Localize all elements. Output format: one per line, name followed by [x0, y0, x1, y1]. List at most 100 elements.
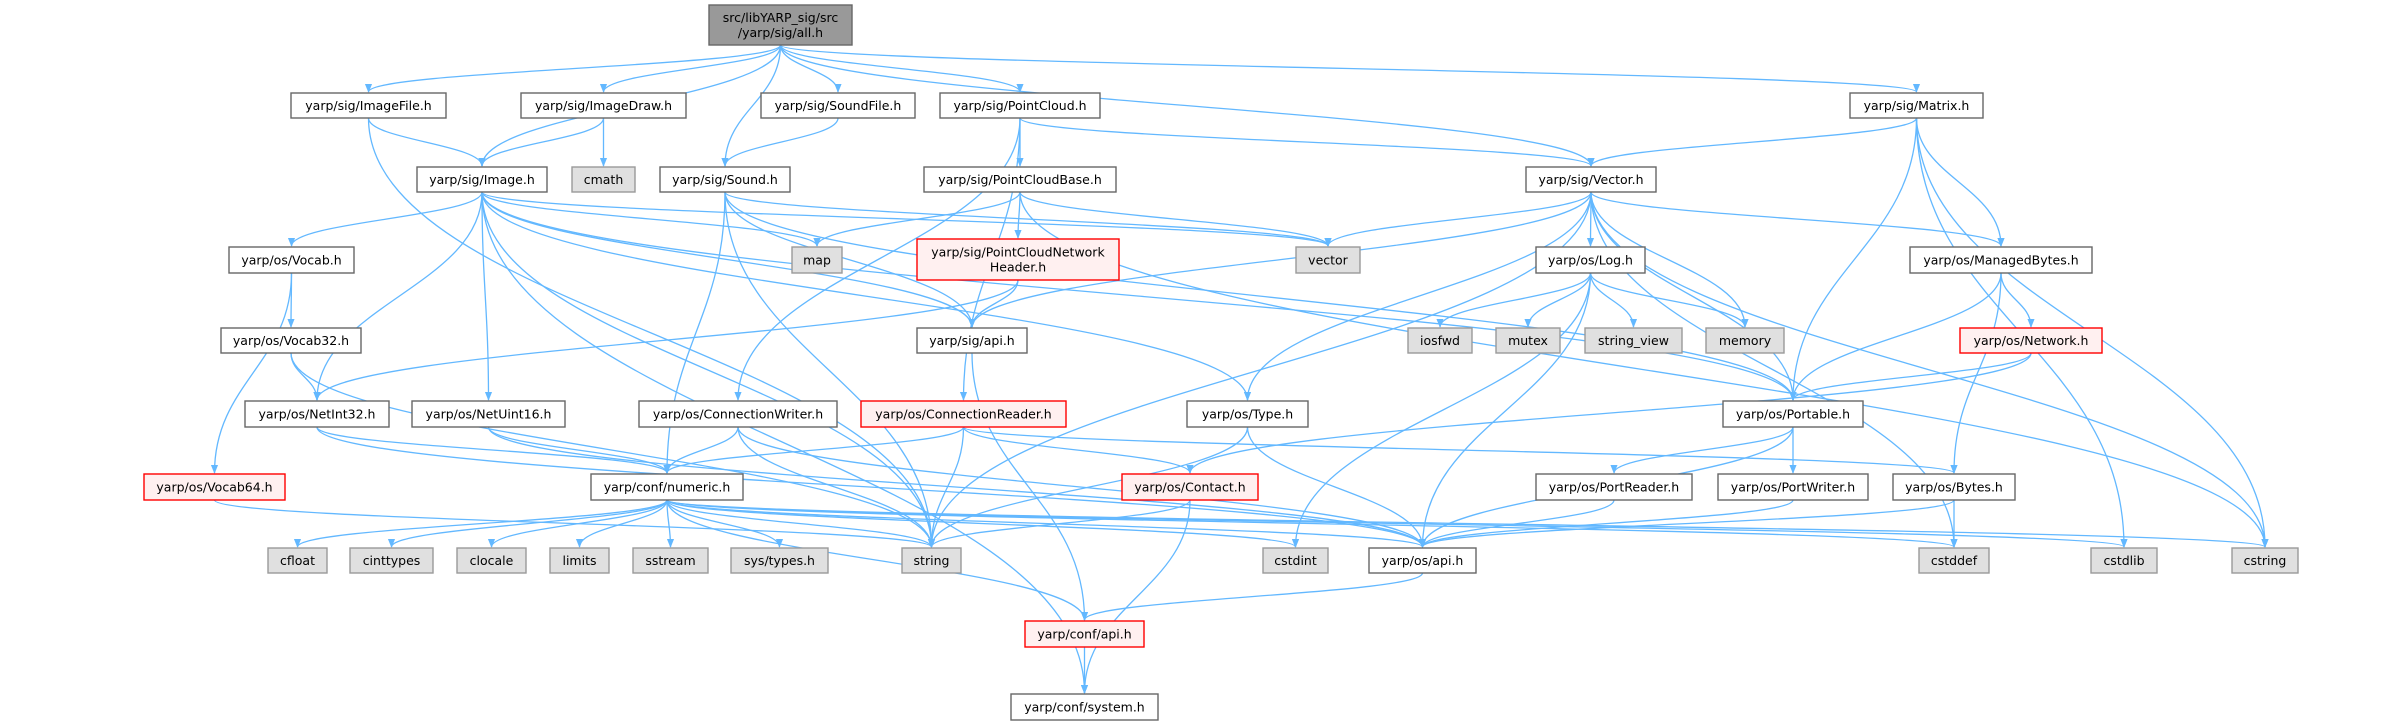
node-sstream: sstream [632, 547, 709, 574]
edge-image-to-string [481, 191, 936, 548]
node-portreader[interactable]: yarp/os/PortReader.h [1535, 473, 1693, 501]
node-label: yarp/os/Log.h [1548, 253, 1633, 268]
node-vocab[interactable]: yarp/os/Vocab.h [228, 246, 355, 274]
node-box [730, 547, 829, 574]
node-vectorh[interactable]: yarp/sig/Vector.h [1525, 166, 1657, 193]
edge-numeric-to-cstddef [666, 499, 1958, 548]
node-box [220, 327, 362, 354]
node-osapi[interactable]: yarp/os/api.h [1368, 547, 1477, 574]
node-type[interactable]: yarp/os/Type.h [1186, 400, 1309, 428]
node-label: yarp/sig/Vector.h [1538, 172, 1643, 187]
node-contact[interactable]: yarp/os/Contact.h [1121, 473, 1259, 501]
node-box [638, 400, 838, 428]
node-imagedraw[interactable]: yarp/sig/ImageDraw.h [520, 92, 687, 119]
node-box [1584, 327, 1683, 354]
node-box [2090, 547, 2158, 574]
node-label: yarp/sig/SoundFile.h [775, 98, 902, 113]
node-box [1722, 400, 1864, 428]
node-label: map [803, 253, 831, 268]
edge-all-to-vectorh [779, 44, 1595, 167]
node-box [632, 547, 709, 574]
edge-managedbytes-to-network [2000, 272, 2035, 328]
edge-pointcloud-to-vectorh [1019, 117, 1595, 167]
node-pointcloud[interactable]: yarp/sig/PointCloud.h [939, 92, 1101, 119]
node-label: iosfwd [1420, 333, 1460, 348]
edge-numeric-to-limits [575, 499, 668, 548]
node-cstring: cstring [2231, 547, 2299, 574]
node-pcbase[interactable]: yarp/sig/PointCloudBase.h [923, 166, 1117, 193]
edge-numeric-to-sstream [666, 499, 675, 548]
node-image[interactable]: yarp/sig/Image.h [416, 166, 548, 193]
node-label: yarp/sig/ImageDraw.h [535, 98, 672, 113]
node-box [1121, 473, 1259, 501]
node-label: yarp/os/Contact.h [1134, 480, 1245, 495]
node-vocab32[interactable]: yarp/os/Vocab32.h [220, 327, 362, 354]
node-sound[interactable]: yarp/sig/Sound.h [659, 166, 791, 193]
node-matrix[interactable]: yarp/sig/Matrix.h [1849, 92, 1984, 119]
node-label: yarp/sig/PointCloudNetwork [931, 245, 1105, 260]
edge-managedbytes-to-bytes [1950, 272, 2002, 474]
node-box [916, 238, 1120, 281]
edge-pcbase-to-pcnh [1014, 191, 1022, 239]
node-label: yarp/sig/PointCloudBase.h [938, 172, 1102, 187]
edges-layer [210, 44, 2269, 694]
node-all[interactable]: src/libYARP_sig/src/yarp/sig/all.h [708, 4, 853, 46]
node-string: string [901, 547, 962, 574]
node-box [520, 92, 687, 119]
node-memory: memory [1705, 327, 1785, 354]
node-bytes[interactable]: yarp/os/Bytes.h [1892, 473, 2016, 501]
edge-numeric-to-confapi [666, 499, 1089, 621]
node-log[interactable]: yarp/os/Log.h [1535, 246, 1646, 274]
edge-log-to-string_view [1589, 272, 1638, 328]
edge-netint32-to-osapi [316, 426, 1426, 548]
node-connwriter[interactable]: yarp/os/ConnectionWriter.h [638, 400, 838, 428]
node-label: cinttypes [363, 553, 421, 568]
node-numeric[interactable]: yarp/conf/numeric.h [590, 473, 744, 501]
node-label: yarp/sig/Matrix.h [1864, 98, 1970, 113]
edge-imagefile-to-image [367, 117, 486, 167]
node-managedbytes[interactable]: yarp/os/ManagedBytes.h [1909, 246, 2093, 274]
edge-connwriter-to-osapi [737, 426, 1426, 548]
node-network[interactable]: yarp/os/Network.h [1959, 327, 2103, 354]
node-label: yarp/sig/ImageFile.h [305, 98, 431, 113]
node-label: string_view [1598, 333, 1669, 348]
edge-connreader-to-numeric [663, 426, 965, 474]
node-label: string [914, 553, 950, 568]
edge-contact-to-confsystem [1080, 499, 1191, 694]
node-label: yarp/os/api.h [1382, 553, 1464, 568]
node-confsystem[interactable]: yarp/conf/system.h [1010, 693, 1159, 721]
node-label: yarp/os/NetInt32.h [259, 407, 376, 422]
node-portable[interactable]: yarp/os/Portable.h [1722, 400, 1864, 428]
node-confapi[interactable]: yarp/conf/api.h [1024, 620, 1145, 648]
node-sigapi[interactable]: yarp/sig/api.h [916, 327, 1028, 354]
node-connreader[interactable]: yarp/os/ConnectionReader.h [860, 400, 1067, 428]
node-label: cstdlib [2103, 553, 2144, 568]
node-box [1909, 246, 2093, 274]
node-netint32[interactable]: yarp/os/NetInt32.h [244, 400, 390, 428]
edge-connreader-to-string [927, 426, 965, 548]
edge-portreader-to-osapi [1418, 499, 1615, 548]
node-portwriter[interactable]: yarp/os/PortWriter.h [1717, 473, 1869, 501]
node-box [549, 547, 610, 574]
node-label: cmath [584, 172, 624, 187]
node-label: src/libYARP_sig/src [723, 10, 839, 25]
node-netuint16[interactable]: yarp/os/NetUint16.h [411, 400, 566, 428]
node-string_view: string_view [1584, 327, 1683, 354]
node-box [456, 547, 527, 574]
node-cinttypes: cinttypes [349, 547, 434, 574]
edge-image-to-vocab [287, 191, 483, 247]
node-box [1705, 327, 1785, 354]
edge-numeric-to-cinttypes [388, 499, 668, 548]
node-soundfile[interactable]: yarp/sig/SoundFile.h [760, 92, 916, 119]
edge-image-to-netuint16 [481, 191, 493, 401]
edge-all-to-matrix [779, 44, 1920, 93]
node-clocale: clocale [456, 547, 527, 574]
node-label: cfloat [280, 553, 315, 568]
node-label: cstdint [1274, 553, 1317, 568]
node-box [1262, 547, 1329, 574]
node-box [1892, 473, 2016, 501]
node-vocab64[interactable]: yarp/os/Vocab64.h [143, 473, 286, 501]
node-imagefile[interactable]: yarp/sig/ImageFile.h [290, 92, 447, 119]
edge-log-to-mutex [1524, 272, 1592, 328]
